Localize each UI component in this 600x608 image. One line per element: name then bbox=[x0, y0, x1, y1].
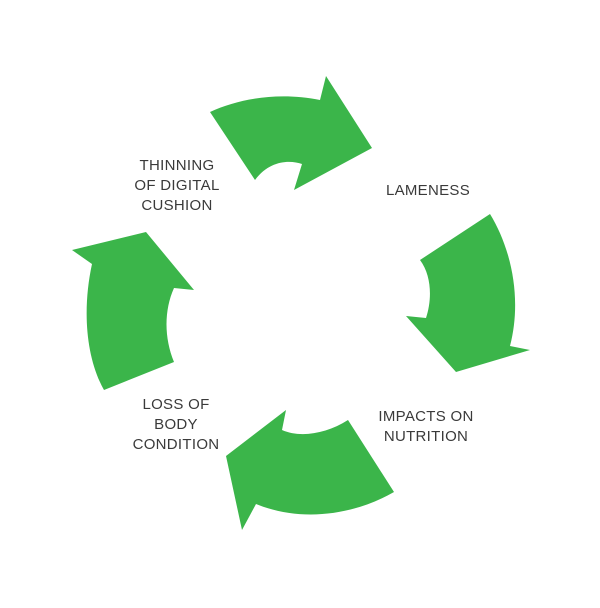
arrow-top bbox=[210, 76, 372, 190]
stage-label-line: THINNING bbox=[139, 157, 215, 174]
arrow-bottom bbox=[226, 410, 394, 530]
stage-label-line: LAMENESS bbox=[385, 182, 471, 199]
stage-label-loss: LOSS OF BODY CONDITION bbox=[118, 395, 234, 455]
stage-label-line: LOSS OF bbox=[142, 396, 210, 413]
stage-label-line: CUSHION bbox=[141, 197, 213, 214]
stage-label-line: CONDITION bbox=[132, 436, 220, 453]
stage-label-impacts: IMPACTS ON NUTRITION bbox=[372, 407, 480, 447]
stage-label-line: IMPACTS ON bbox=[378, 408, 474, 425]
stage-label-line: OF DIGITAL bbox=[134, 177, 220, 194]
stage-label-line: BODY bbox=[154, 416, 198, 433]
stage-label-lameness: LAMENESS bbox=[376, 181, 480, 201]
stage-label-thinning: THINNING OF DIGITAL CUSHION bbox=[118, 156, 236, 216]
arrow-left bbox=[72, 232, 194, 390]
arrow-right bbox=[406, 214, 530, 372]
stage-label-line: NUTRITION bbox=[383, 428, 469, 445]
